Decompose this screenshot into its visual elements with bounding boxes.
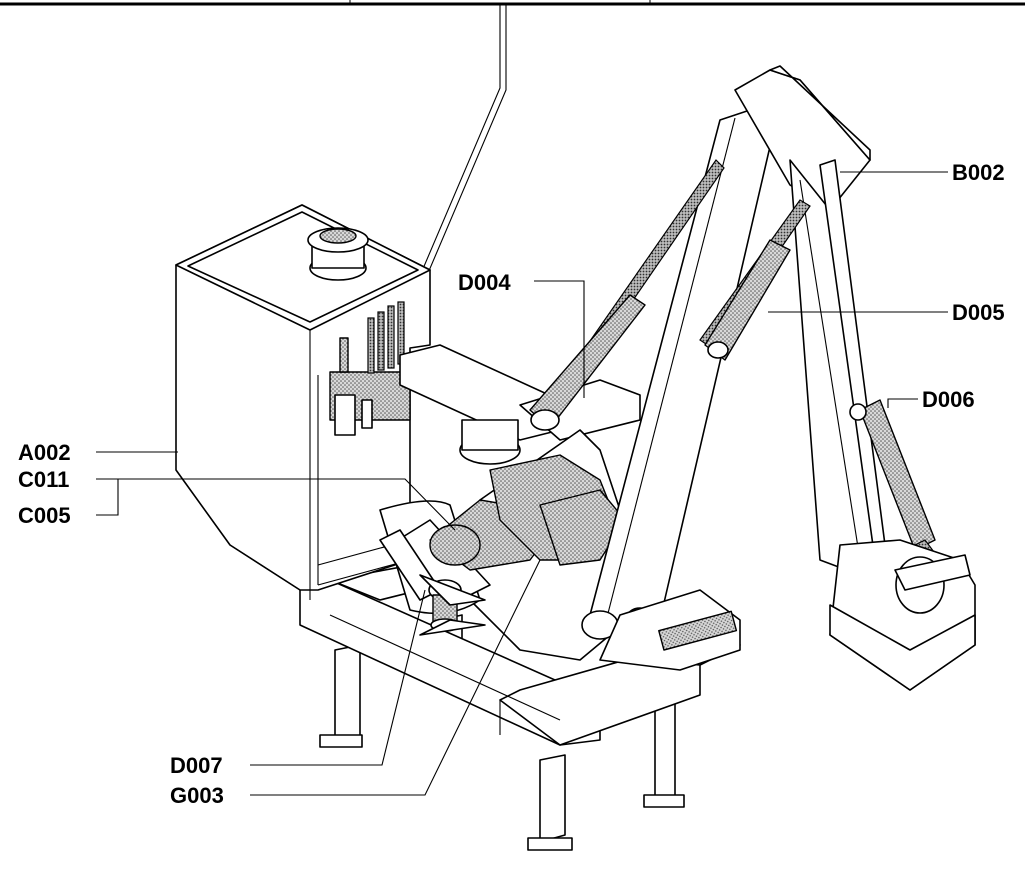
label-d004: D004 (458, 270, 511, 295)
ram-d004 (529, 159, 725, 431)
label-b002: B002 (952, 160, 1005, 185)
label-a002: A002 (18, 440, 71, 465)
pump-gearbox (429, 454, 626, 571)
leader-lines (96, 171, 948, 796)
top-leader (401, 4, 507, 321)
label-d007: D007 (170, 753, 223, 778)
pto-shaft (379, 529, 486, 636)
ram-d005 (699, 199, 811, 361)
cutter-head (829, 539, 976, 691)
main-boom (581, 109, 776, 671)
slew-arm (399, 344, 641, 465)
hydraulic-tank (175, 204, 431, 600)
label-g003: G003 (170, 783, 224, 808)
label-c011: C011 (18, 467, 69, 492)
control-valve (329, 301, 411, 436)
top-border (0, 0, 1025, 6)
label-d005: D005 (952, 300, 1005, 325)
label-c005: C005 (18, 503, 71, 528)
label-d006: D006 (922, 387, 975, 412)
